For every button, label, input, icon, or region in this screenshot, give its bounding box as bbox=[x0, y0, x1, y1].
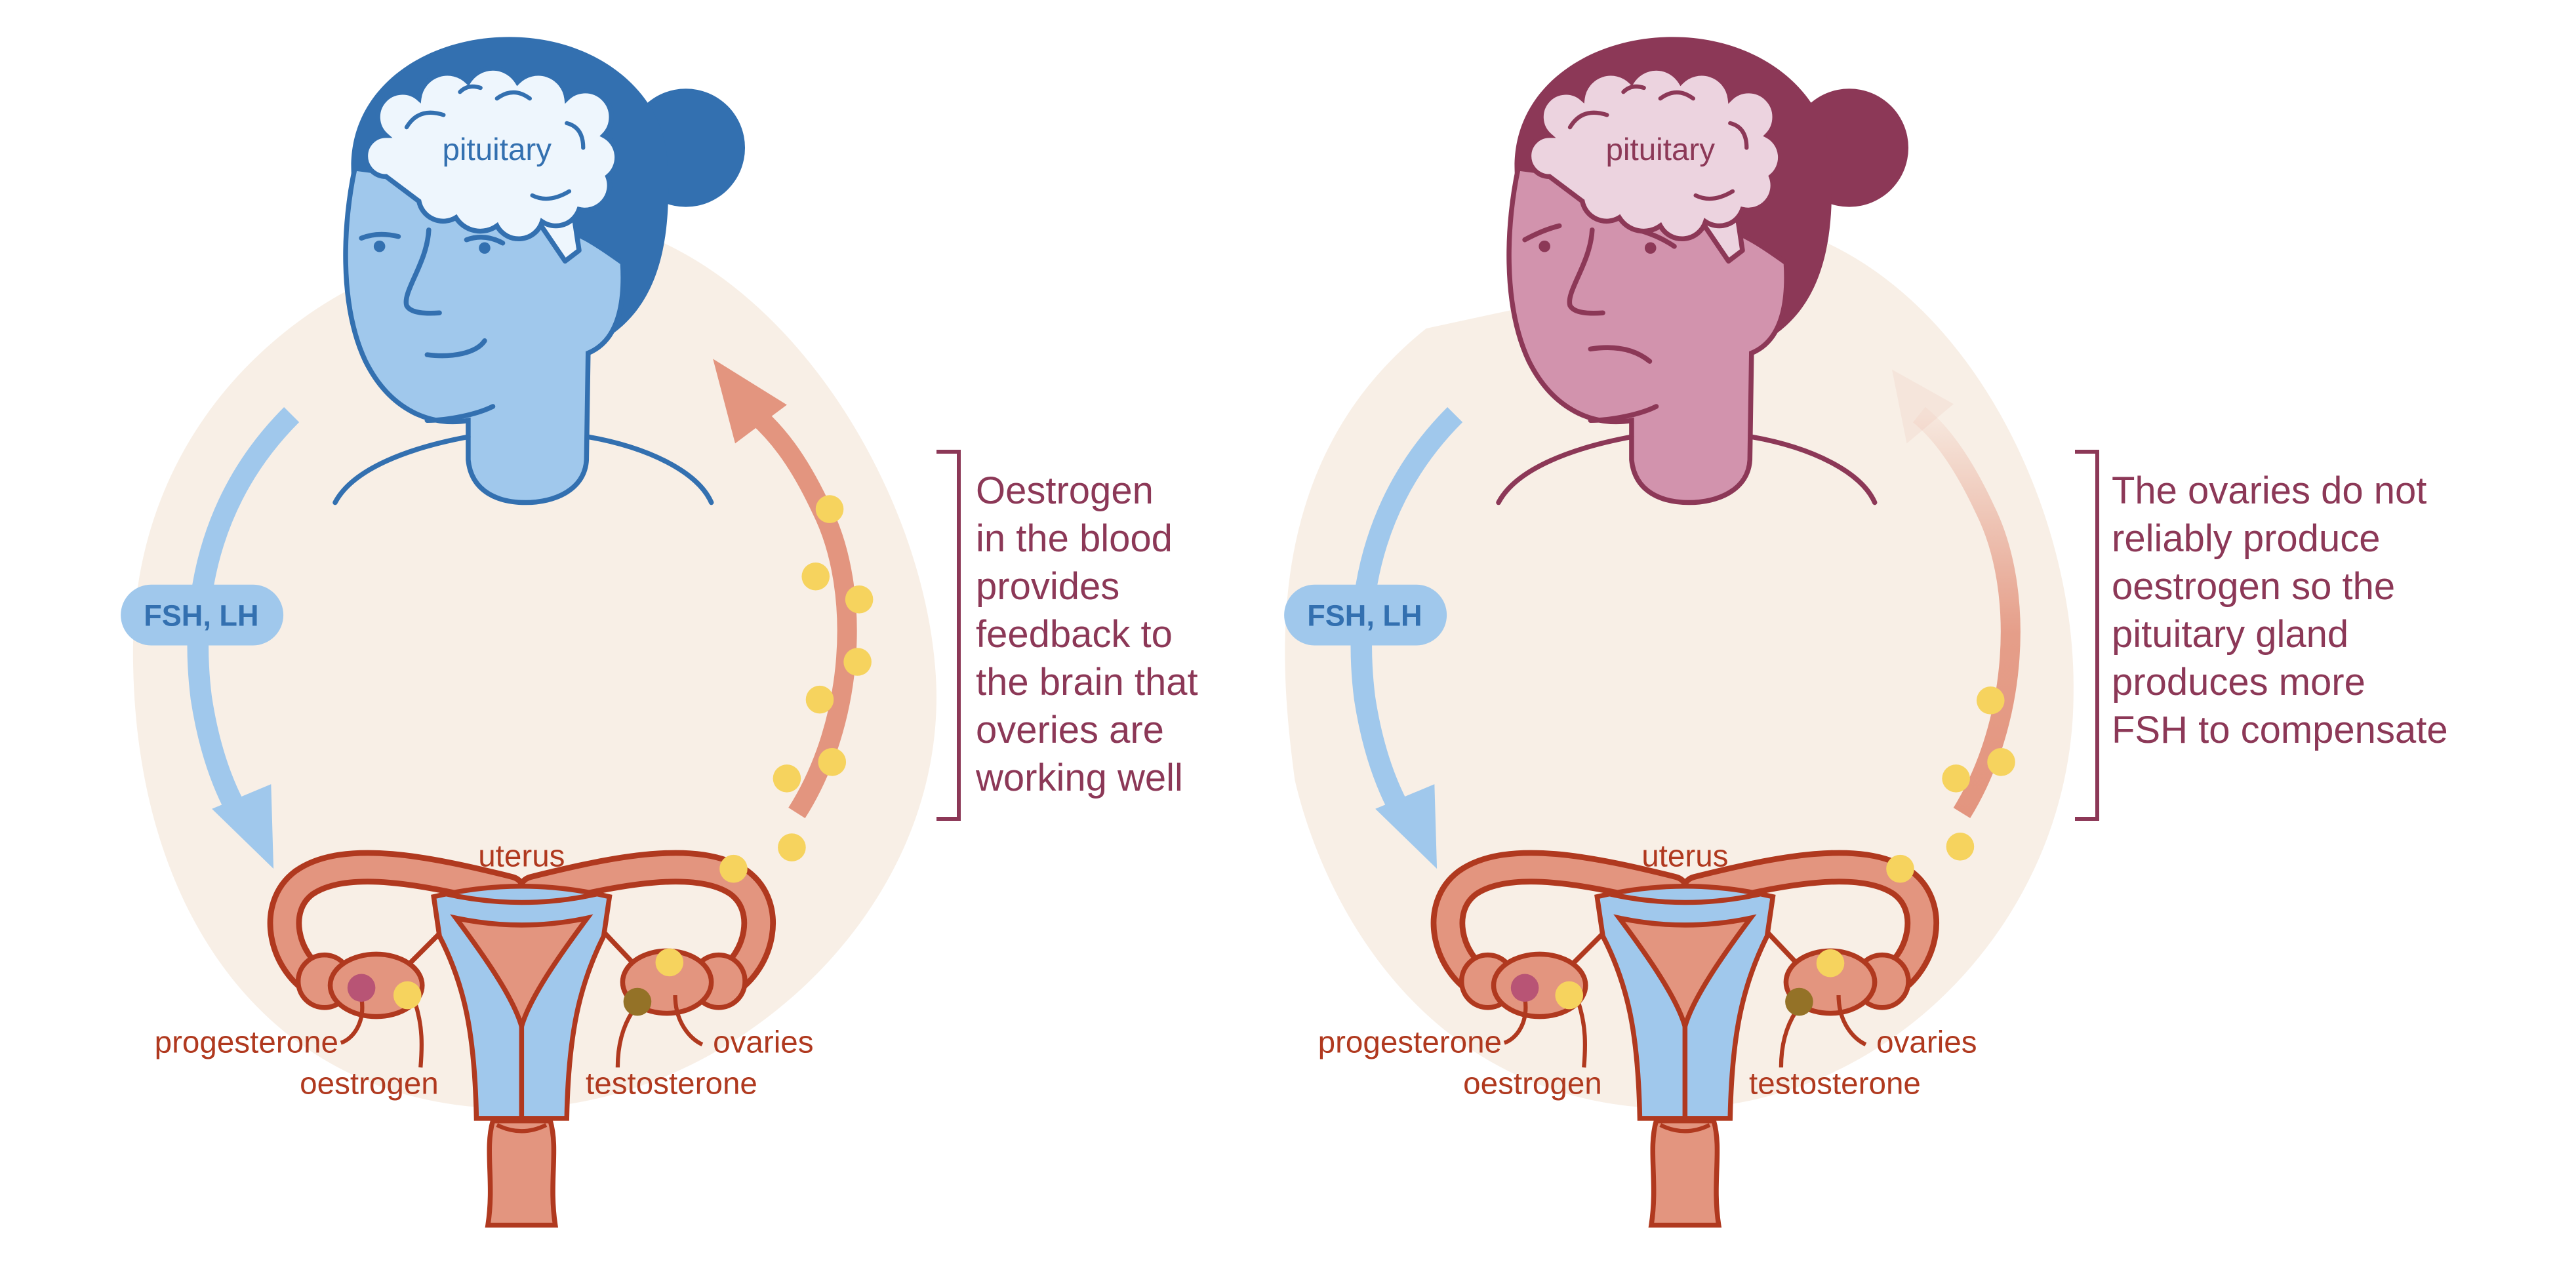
caption-line: produces more bbox=[2112, 661, 2365, 703]
progesterone-label: progesterone bbox=[155, 1025, 338, 1060]
left-caption-bracket bbox=[936, 450, 961, 821]
pituitary-label: pituitary bbox=[1605, 132, 1715, 167]
caption-line: reliably produce bbox=[2112, 517, 2380, 560]
fsh-lh-arrow: FSH, LH bbox=[1284, 407, 1463, 869]
right-panel-unwell: pituitary FSH, LH uterus progesterone oe… bbox=[1284, 37, 2074, 1225]
progesterone-dot bbox=[347, 974, 376, 1002]
brain-cloud: pituitary bbox=[363, 66, 620, 264]
ovaries-label: ovaries bbox=[713, 1025, 813, 1060]
uterus-label: uterus bbox=[478, 839, 565, 873]
eye-right bbox=[479, 242, 491, 254]
faded-arrowhead-up bbox=[1891, 369, 1954, 444]
caption-line: The ovaries do not bbox=[2112, 469, 2426, 512]
right-caption: The ovaries do not reliably produce oest… bbox=[2112, 469, 2448, 751]
caption-line: working well bbox=[975, 757, 1183, 799]
caption-line: FSH to compensate bbox=[2112, 709, 2448, 751]
caption-line: the brain that bbox=[976, 661, 1198, 703]
caption-line: in the blood bbox=[976, 517, 1173, 560]
chin-line bbox=[1588, 404, 1659, 424]
chin-line bbox=[424, 404, 496, 424]
progesterone-label: progesterone bbox=[1318, 1025, 1502, 1060]
hormone-pill-label: FSH, LH bbox=[144, 599, 258, 632]
brain-cloud: pituitary bbox=[1526, 66, 1783, 264]
arrowhead-up bbox=[713, 359, 787, 444]
caption-line: oestrogen so the bbox=[2112, 565, 2395, 608]
arrowhead-down bbox=[212, 784, 274, 869]
shoulders bbox=[1496, 434, 1878, 505]
eyebrows bbox=[359, 231, 506, 246]
hormone-pill-label: FSH, LH bbox=[1307, 599, 1422, 632]
left-panel-healthy: pituitary FSH, LH uterus progesterone oe… bbox=[121, 37, 936, 1225]
oestrogen-feedback-arrow bbox=[713, 359, 857, 819]
oestrogen-label: oestrogen bbox=[1463, 1066, 1602, 1101]
caption-line: Oestrogen bbox=[976, 469, 1154, 512]
hormone-pill bbox=[121, 584, 284, 646]
nose bbox=[403, 227, 442, 316]
oestrogen-dots bbox=[1555, 686, 2015, 1010]
testosterone-label: testosterone bbox=[1749, 1066, 1921, 1101]
nose bbox=[1567, 227, 1605, 316]
testosterone-dot bbox=[623, 987, 652, 1016]
face bbox=[1506, 165, 1789, 505]
uterus-label: uterus bbox=[1641, 839, 1728, 873]
eye-left bbox=[1539, 240, 1550, 252]
right-caption-bracket bbox=[2075, 450, 2099, 821]
face bbox=[343, 165, 626, 505]
frown bbox=[1588, 345, 1653, 364]
testosterone-label: testosterone bbox=[586, 1066, 757, 1101]
eye-right bbox=[1644, 242, 1657, 254]
caption-line: feedback to bbox=[976, 613, 1173, 656]
oestrogen-dots bbox=[393, 495, 874, 1010]
shoulders bbox=[332, 434, 714, 505]
pituitary-label: pituitary bbox=[442, 132, 552, 167]
left-caption: Oestrogen in the blood provides feedback… bbox=[975, 469, 1209, 799]
eye-left bbox=[373, 240, 386, 252]
caption-line: provides bbox=[976, 565, 1119, 608]
smile bbox=[424, 338, 487, 359]
weak-feedback-arrow bbox=[1891, 369, 2021, 818]
progesterone-dot bbox=[1510, 974, 1539, 1002]
ovaries-label: ovaries bbox=[1876, 1025, 1977, 1060]
unwell-woman-head: pituitary bbox=[1496, 37, 1909, 505]
healthy-woman-head: pituitary bbox=[332, 37, 746, 505]
oestrogen-label: oestrogen bbox=[300, 1066, 439, 1101]
arrowhead-down bbox=[1375, 784, 1438, 869]
caption-line: overies are bbox=[976, 709, 1164, 751]
caption-line: pituitary gland bbox=[2112, 613, 2348, 656]
hormone-pill bbox=[1284, 584, 1447, 646]
fsh-lh-arrow: FSH, LH bbox=[121, 407, 300, 869]
testosterone-dot bbox=[1785, 987, 1813, 1016]
